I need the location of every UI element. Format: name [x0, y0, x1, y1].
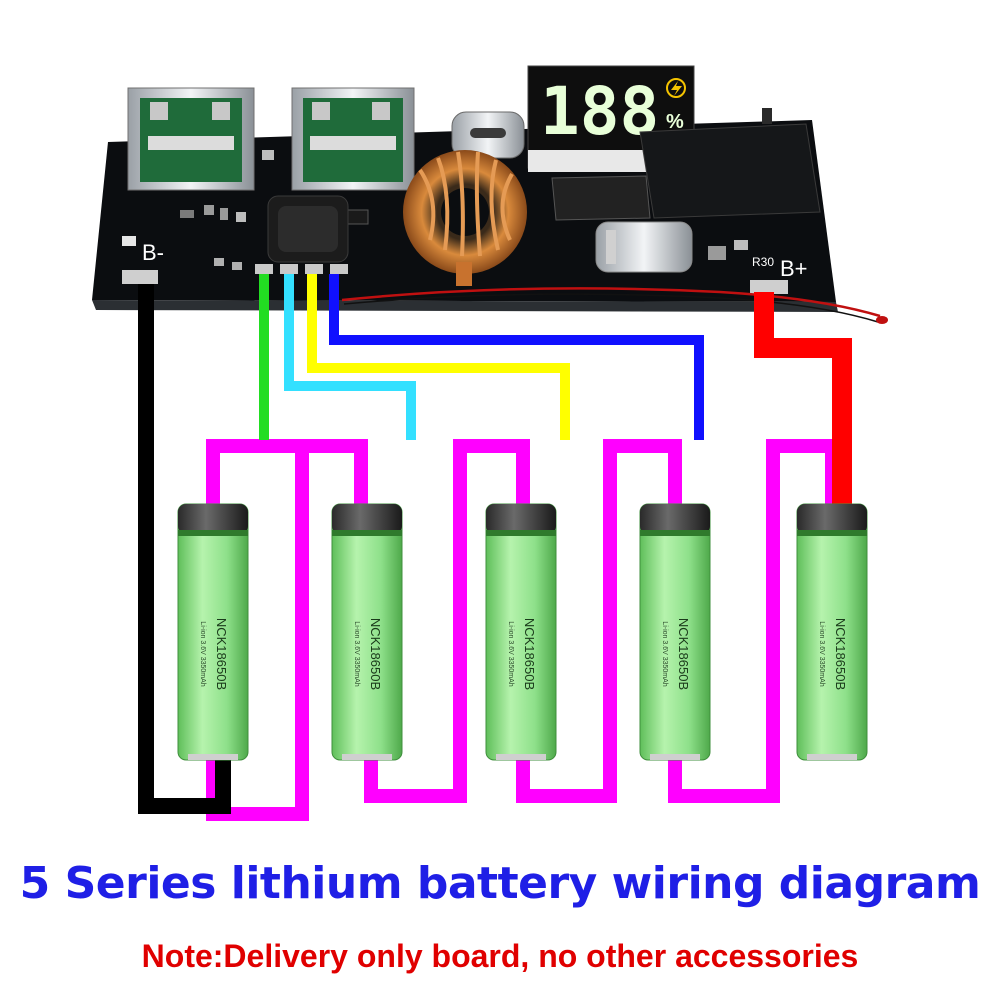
- smd-part: [347, 209, 369, 225]
- smd-part: [204, 205, 214, 215]
- solder-pad: [305, 264, 323, 274]
- battery-body: [331, 503, 403, 761]
- series-link-1-2-bottom: [206, 439, 361, 821]
- battery-model-label: NCK18650B: [368, 618, 383, 690]
- battery-ring: [486, 530, 556, 536]
- battery-cell: NCK18650B Li-ion 3.6V 3350mAh: [331, 503, 403, 761]
- usb-a-port-1: [127, 87, 255, 191]
- control-module: [639, 123, 821, 219]
- thermistor-probe: [876, 316, 888, 324]
- battery-spec-label: Li-ion 3.6V 3350mAh: [507, 621, 514, 686]
- solder-pad: [330, 264, 348, 274]
- thermistor-wire: [341, 287, 881, 318]
- smd-part: [262, 150, 274, 160]
- wire-bplus: [754, 292, 852, 506]
- battery-cell: NCK18650B Li-ion 3.6V 3350mAh: [485, 503, 557, 761]
- wire-bminus: [138, 284, 231, 814]
- battery-model-label: NCK18650B: [676, 618, 691, 690]
- smd-part: [708, 246, 726, 260]
- charging-bolt-icon: [666, 78, 686, 98]
- smd-part: [220, 208, 228, 220]
- battery-ring: [332, 530, 402, 536]
- battery-body: [639, 503, 711, 761]
- solder-pad: [122, 270, 158, 284]
- battery-model-label: NCK18650B: [214, 618, 229, 690]
- pcb-edge: [92, 300, 838, 312]
- battery-pack: NCK18650B Li-ion 3.6V 3350mAh NCK18650B Li-…: [177, 503, 868, 761]
- battery-body: [796, 503, 868, 761]
- solder-pad: [750, 280, 788, 294]
- battery-negative-terminal: [188, 754, 238, 760]
- battery-negative-terminal: [496, 754, 546, 760]
- electrolytic-capacitor: [595, 221, 693, 273]
- label-bplus: B+: [780, 256, 808, 281]
- pcb-board: B- B+ R30: [92, 65, 888, 324]
- smd-part: [232, 262, 242, 270]
- series-link-2-3-bottom: [364, 439, 530, 803]
- battery-ring: [178, 530, 248, 536]
- inductor-core: [278, 206, 338, 252]
- wire-balance-cyan: [284, 274, 416, 440]
- smd-part: [214, 258, 224, 266]
- battery-body: [485, 503, 557, 761]
- battery-cell: NCK18650B Li-ion 3.6V 3350mAh: [177, 503, 249, 761]
- bminus-marker: [122, 236, 136, 246]
- diagram-title: 5 Series lithium battery wiring diagram: [19, 858, 981, 909]
- charging-bolt-icon-glyph: [671, 81, 682, 96]
- battery-spec-label: Li-ion 3.6V 3350mAh: [353, 621, 360, 686]
- usb-c-slot: [470, 128, 506, 138]
- battery-negative-terminal: [650, 754, 700, 760]
- wire-balance-blue: [329, 274, 704, 440]
- battery-spec-label: Li-ion 3.6V 3350mAh: [661, 621, 668, 686]
- battery-cell: NCK18650B Li-ion 3.6V 3350mAh: [796, 503, 868, 761]
- label-r30: R30: [752, 255, 774, 269]
- battery-ring: [640, 530, 710, 536]
- wire-balance-yellow: [307, 274, 570, 440]
- smd-part: [180, 210, 194, 218]
- battery-cap: [178, 504, 248, 534]
- battery-body: [177, 503, 249, 761]
- smd-part: [236, 212, 246, 222]
- battery-cell: NCK18650B Li-ion 3.6V 3350mAh: [639, 503, 711, 761]
- battery-model-label: NCK18650B: [522, 618, 537, 690]
- series-link-1-2-top: [206, 439, 368, 506]
- battery-spec-label: Li-ion 3.6V 3350mAh: [818, 621, 825, 686]
- wires: [138, 274, 852, 821]
- battery-negative-terminal: [807, 754, 857, 760]
- battery-ring: [797, 530, 867, 536]
- thermistor-wire-return: [343, 293, 879, 323]
- battery-spec-label: Li-ion 3.6V 3350mAh: [199, 621, 206, 686]
- display-percent: %: [666, 111, 684, 133]
- battery-cap: [640, 504, 710, 534]
- usb-a-port-2: [291, 87, 415, 191]
- delivery-note: Note:Delivery only board, no other acces…: [141, 938, 859, 974]
- display-digits: 188: [540, 73, 659, 150]
- solder-pad: [280, 264, 298, 274]
- battery-cap: [486, 504, 556, 534]
- toroid-coil: [403, 150, 527, 286]
- smd-part: [734, 240, 748, 250]
- ic-chip: [551, 175, 651, 221]
- battery-cap: [797, 504, 867, 534]
- battery-negative-terminal: [342, 754, 392, 760]
- solder-pad: [255, 264, 273, 274]
- push-button: [762, 108, 772, 124]
- battery-model-label: NCK18650B: [833, 618, 848, 690]
- battery-cap: [332, 504, 402, 534]
- label-bminus: B-: [142, 240, 164, 265]
- series-link-3-4-bottom: [516, 439, 682, 803]
